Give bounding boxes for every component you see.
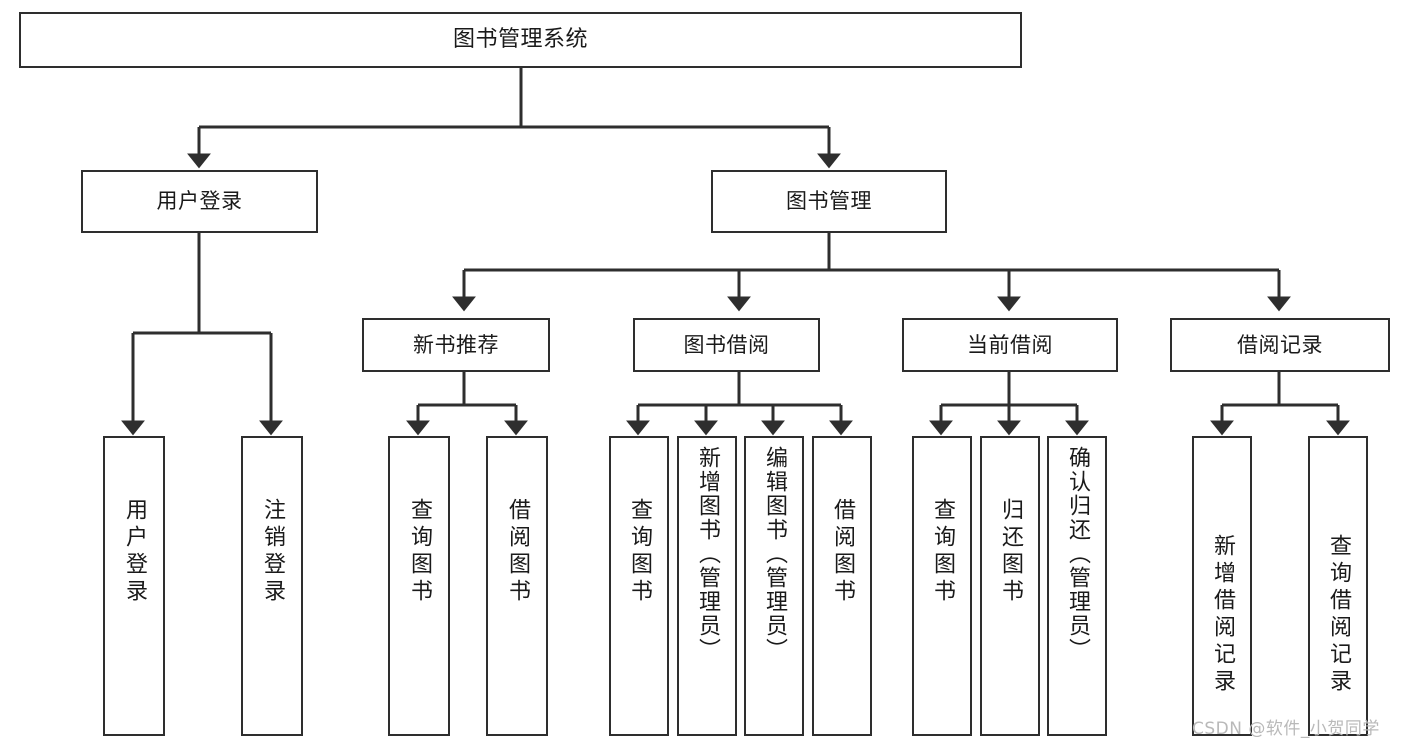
node-label: 新书推荐 — [413, 332, 499, 357]
node-label: 用户登录 — [156, 189, 243, 214]
node-label: 注销登录 — [260, 498, 285, 606]
node-label: 确认归还（管理员） — [1065, 446, 1090, 662]
node-current-borrow[interactable]: 当前借阅 — [902, 318, 1118, 372]
node-label: 当前借阅 — [967, 332, 1053, 357]
node-label: 新增借阅记录 — [1210, 534, 1235, 696]
node-label: 图书借阅 — [683, 332, 770, 357]
leaf-borrow-book-recommend[interactable]: 借阅图书 — [486, 436, 548, 736]
node-label: 新增图书（管理员） — [695, 446, 720, 662]
leaf-user-login[interactable]: 用户登录 — [103, 436, 165, 736]
node-label: 图书管理系统 — [452, 27, 588, 53]
node-label: 查询图书 — [627, 498, 652, 606]
leaf-add-book-admin[interactable]: 新增图书（管理员） — [677, 436, 737, 736]
node-user-login[interactable]: 用户登录 — [81, 170, 318, 233]
leaf-edit-book-admin[interactable]: 编辑图书（管理员） — [744, 436, 804, 736]
node-book-borrow[interactable]: 图书借阅 — [633, 318, 820, 372]
leaf-return-book[interactable]: 归还图书 — [980, 436, 1040, 736]
leaf-query-borrow-record[interactable]: 查询借阅记录 — [1308, 436, 1368, 736]
node-root-system[interactable]: 图书管理系统 — [19, 12, 1022, 68]
node-label: 查询借阅记录 — [1326, 534, 1351, 696]
node-borrow-records[interactable]: 借阅记录 — [1170, 318, 1390, 372]
csdn-watermark: CSDN @软件_小贺同学 — [1192, 719, 1380, 739]
node-label: 图书管理 — [786, 189, 872, 214]
node-new-book-recommend[interactable]: 新书推荐 — [362, 318, 550, 372]
leaf-add-borrow-record[interactable]: 新增借阅记录 — [1192, 436, 1252, 736]
node-label: 借阅图书 — [505, 498, 530, 606]
leaf-query-book-borrow[interactable]: 查询图书 — [609, 436, 669, 736]
node-label: 借阅图书 — [830, 498, 855, 606]
node-label: 编辑图书（管理员） — [762, 446, 787, 662]
leaf-logout[interactable]: 注销登录 — [241, 436, 303, 736]
leaf-confirm-return-admin[interactable]: 确认归还（管理员） — [1047, 436, 1107, 736]
leaf-borrow-book[interactable]: 借阅图书 — [812, 436, 872, 736]
node-label: 用户登录 — [122, 498, 147, 606]
node-book-management[interactable]: 图书管理 — [711, 170, 947, 233]
node-label: 归还图书 — [998, 498, 1023, 606]
node-label: 查询图书 — [930, 498, 955, 606]
node-label: 借阅记录 — [1237, 332, 1323, 357]
leaf-query-book-current[interactable]: 查询图书 — [912, 436, 972, 736]
leaf-query-book-recommend[interactable]: 查询图书 — [388, 436, 450, 736]
node-label: 查询图书 — [407, 498, 432, 606]
